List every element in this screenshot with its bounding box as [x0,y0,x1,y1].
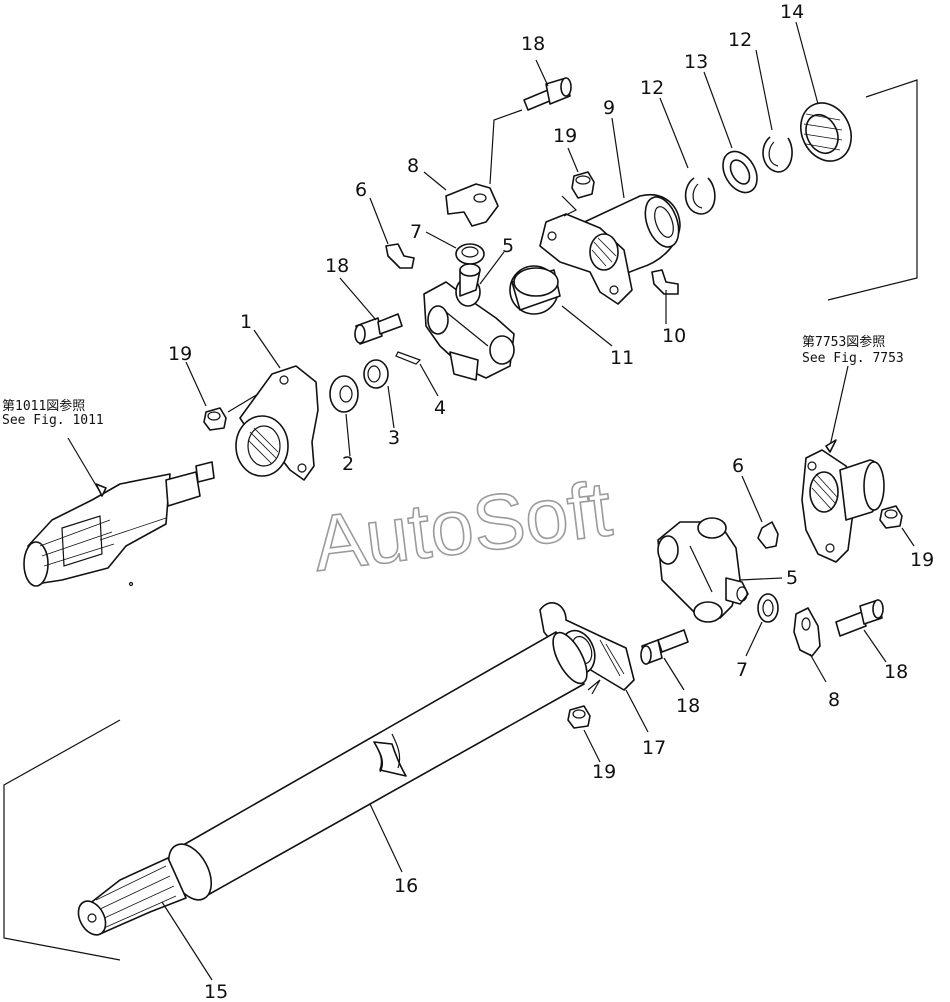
callout-6: 6 [355,179,367,201]
splined-shaft-15 [77,857,187,936]
callout-10: 10 [662,325,686,347]
callout-19: 19 [168,343,192,365]
frame-lines [3,79,918,961]
callout-16: 16 [394,875,418,897]
flange-yoke-right [801,449,885,563]
callout-15: 15 [204,981,228,1002]
bearing-strap-8-upper [445,183,499,227]
callout-5: 5 [502,235,514,257]
shaft-tube-16 [167,631,588,901]
callout-9: 9 [603,97,615,119]
transmission-output-shaft [23,461,215,587]
callout-numbers: 18 14 12 13 12 19 9 8 6 7 5 18 1 19 10 1… [168,1,934,1002]
slip-yoke-9 [539,193,681,305]
seal-7-lower [757,593,779,623]
callout-18: 18 [325,255,349,277]
nut-19-upper [571,171,595,199]
callout-8: 8 [407,155,419,177]
snap-ring-12-left [684,177,716,215]
cotter-pin-4 [395,351,422,365]
bolt-18-upper-left [354,313,403,345]
bolt-18-lower-mid [640,629,689,665]
grease-fitting-10 [651,269,679,295]
callout-4: 4 [434,397,446,419]
dust-cap-11 [509,265,561,315]
nut-3 [363,359,389,389]
callout-13: 13 [684,51,708,73]
callout-19: 19 [592,761,616,783]
ref-left-jp: 第1011図参照 [2,398,85,414]
spider-5-upper [423,263,515,381]
ref-left-en: See Fig. 1011 [2,413,104,428]
spider-5-lower [657,517,749,623]
flange-yoke-1 [235,365,319,481]
callout-14: 14 [780,1,804,23]
washer-2 [329,375,359,413]
callout-12: 12 [640,77,664,99]
ref-right-jp: 第7753図参照 [802,334,885,350]
callout-18: 18 [676,695,700,717]
nut-19-right [879,505,903,529]
grease-fitting-6-lower [757,521,779,549]
callout-7: 7 [736,659,748,681]
callout-19: 19 [910,549,934,571]
callout-3: 3 [388,427,400,449]
leader-lines [67,21,915,981]
callout-7: 7 [410,221,422,243]
callout-17: 17 [642,737,666,759]
callout-11: 11 [610,347,634,369]
grease-fitting-6-upper [385,243,415,269]
callout-19: 19 [553,125,577,147]
ref-right-en: See Fig. 7753 [802,351,904,366]
bolt-18-lower-right [835,599,884,637]
callout-8: 8 [828,689,840,711]
callout-12: 12 [728,29,752,51]
watermark: AutoSoft [308,464,616,588]
callout-2: 2 [342,453,354,475]
snap-ring-12-right [762,136,793,173]
callout-18: 18 [884,661,908,683]
seal-ring-13 [722,150,758,194]
bolt-18-top [523,77,572,111]
seal-7-upper [455,243,485,265]
nut-19-lower [567,705,591,729]
callout-1: 1 [240,311,252,333]
callout-18: 18 [521,33,545,55]
needle-bearing-14 [800,102,852,162]
figure-references: 第1011図参照 See Fig. 1011 第7753図参照 See Fig.… [2,334,904,428]
nut-19-left [203,407,227,431]
callout-6: 6 [732,455,744,477]
callout-5: 5 [786,567,798,589]
bearing-strap-8-lower [793,607,821,657]
